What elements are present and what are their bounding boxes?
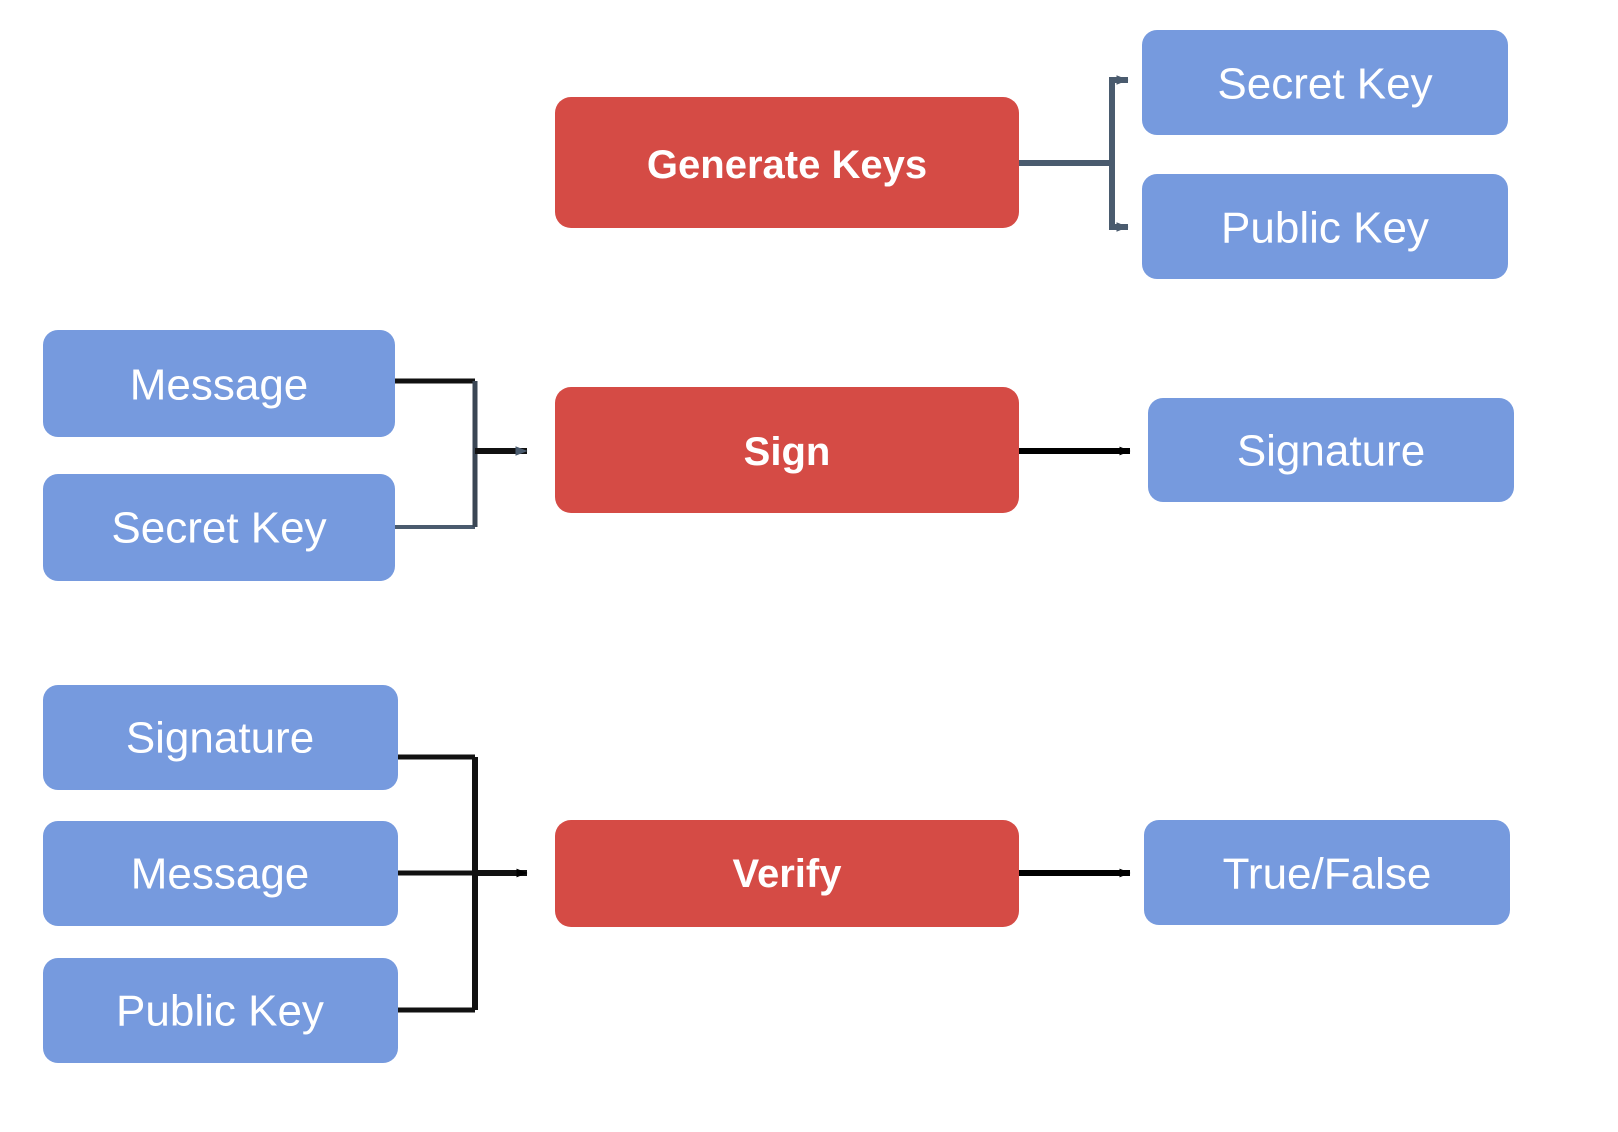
node-sign-label: Sign bbox=[744, 430, 831, 474]
node-verify-public-key-input-label: Public Key bbox=[116, 987, 324, 1036]
node-verify-label: Verify bbox=[733, 852, 843, 896]
edge-verify-merge bbox=[398, 754, 528, 1013]
node-sign-secret-key-input-label: Secret Key bbox=[111, 504, 326, 553]
node-sign[interactable]: Sign bbox=[555, 387, 1019, 513]
node-signature-output-label: Signature bbox=[1237, 427, 1425, 476]
node-generate-keys-label: Generate Keys bbox=[647, 143, 927, 187]
node-verify-message-input[interactable]: Message bbox=[43, 821, 398, 926]
node-generate-keys[interactable]: Generate Keys bbox=[555, 97, 1019, 228]
node-secret-key-output[interactable]: Secret Key bbox=[1142, 30, 1508, 135]
edge-generate-keys-fork bbox=[1019, 75, 1129, 232]
node-verify-public-key-input[interactable]: Public Key bbox=[43, 958, 398, 1063]
node-verify-signature-input-label: Signature bbox=[126, 714, 314, 763]
node-true-false-output-label: True/False bbox=[1223, 850, 1432, 899]
edge-sign-merge bbox=[395, 378, 528, 529]
node-sign-message-input-label: Message bbox=[130, 361, 309, 410]
node-signature-output[interactable]: Signature bbox=[1148, 398, 1514, 502]
node-public-key-output-label: Public Key bbox=[1221, 204, 1429, 253]
node-verify-message-input-label: Message bbox=[131, 850, 310, 899]
node-verify-signature-input[interactable]: Signature bbox=[43, 685, 398, 790]
node-sign-secret-key-input[interactable]: Secret Key bbox=[43, 474, 395, 581]
node-sign-message-input[interactable]: Message bbox=[43, 330, 395, 437]
node-verify[interactable]: Verify bbox=[555, 820, 1019, 927]
node-secret-key-output-label: Secret Key bbox=[1217, 60, 1432, 109]
node-public-key-output[interactable]: Public Key bbox=[1142, 174, 1508, 279]
node-true-false-output[interactable]: True/False bbox=[1144, 820, 1510, 925]
